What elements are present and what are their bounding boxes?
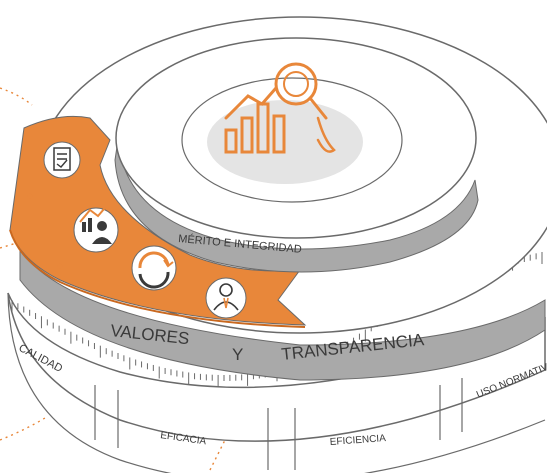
inner-ring: MÉRITO E INTEGRIDAD bbox=[114, 37, 479, 273]
cycle-arrows-icon bbox=[131, 245, 177, 291]
growth-chart-person-icon bbox=[73, 201, 119, 253]
center-ring bbox=[181, 77, 403, 203]
checklist-document-icon bbox=[43, 141, 81, 179]
manager-person-icon bbox=[205, 277, 247, 319]
orange-markers bbox=[27, 193, 293, 320]
segment-label-eficiencia: EFICIENCIA bbox=[329, 433, 386, 448]
middle-ring-label-join: Y bbox=[232, 345, 243, 364]
orange-sector-edge bbox=[9, 229, 306, 328]
bar-chart-magnifier-icon bbox=[224, 62, 336, 154]
